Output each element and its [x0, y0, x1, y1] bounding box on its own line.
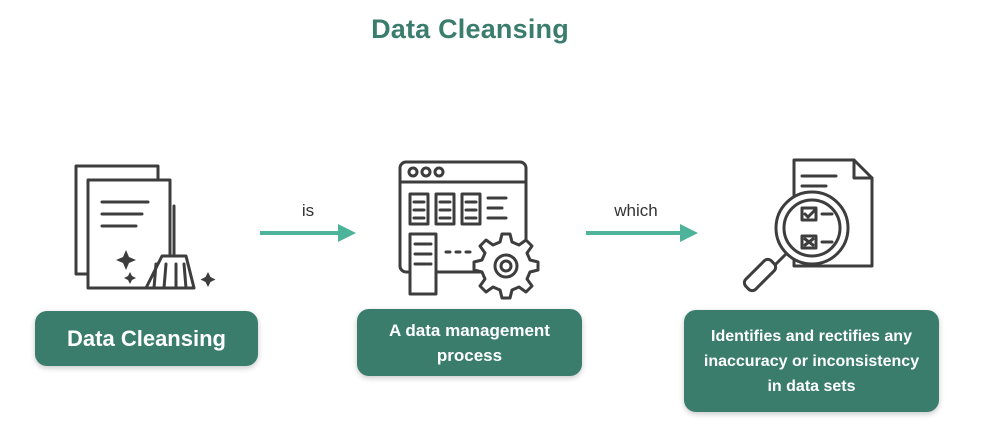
step-box-data-management-process: A data management process: [357, 309, 582, 376]
step-label: A data management process: [389, 320, 550, 365]
diagram-title: Data Cleansing: [371, 14, 569, 44]
step-label: Data Cleansing: [67, 325, 226, 351]
connector-label-is: is: [301, 201, 315, 220]
connector-label-which: which: [614, 201, 658, 220]
documents-broom-icon: [74, 164, 216, 290]
magnifier-checklist-icon: [742, 158, 874, 293]
dashboard-gear-icon: [398, 160, 540, 300]
step-box-data-cleansing: Data Cleansing: [35, 311, 258, 366]
arrow-connector-2: [586, 224, 698, 242]
step-label: Identifies and rectifies any inaccuracy …: [703, 327, 920, 395]
step-box-identifies-rectifies: Identifies and rectifies any inaccuracy …: [684, 310, 939, 412]
arrow-connector-1: [260, 224, 356, 242]
